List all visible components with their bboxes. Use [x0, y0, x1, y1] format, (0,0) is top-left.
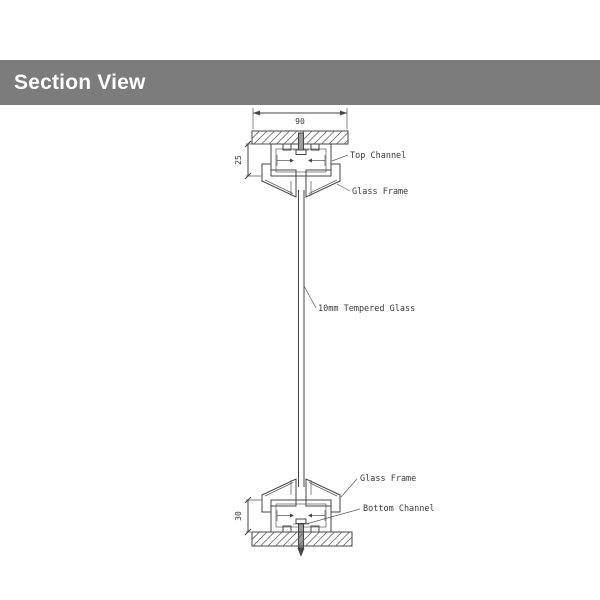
top-channel-profile — [270, 132, 332, 177]
dimension-top-width: 90 — [252, 108, 348, 129]
top-detail: 90 25 — [234, 108, 408, 198]
bolt-nut-bottom — [295, 518, 307, 524]
glass-frame-top-profile — [261, 163, 341, 198]
bottom-detail: 30 Glass Frame Bottom Channel — [234, 474, 435, 557]
leader-top-channel — [331, 154, 349, 162]
ceiling-hatching — [251, 130, 349, 145]
header-bar: Section View — [0, 60, 600, 105]
bottom-channel-profile — [270, 499, 332, 557]
anchor-bolt-top — [298, 132, 304, 151]
anchor-tip-icon — [297, 548, 305, 557]
leader-glass-frame-top — [336, 183, 351, 192]
dimension-top-channel-height: 25 — [234, 140, 270, 180]
arrow-right-icon — [340, 110, 347, 116]
label-bottom-channel: Bottom Channel — [363, 504, 435, 514]
floor-slab — [251, 531, 353, 547]
dimension-top-channel-height-value: 25 — [234, 155, 243, 165]
label-tempered-glass: 10mm Tempered Glass — [318, 304, 415, 314]
floor-hatching — [251, 531, 353, 547]
leader-glass-frame-bottom — [340, 478, 358, 498]
dimension-bottom-channel-height: 30 — [234, 496, 262, 536]
page-title: Section View — [14, 70, 146, 94]
leader-bottom-channel — [305, 508, 361, 525]
glass-frame-bottom-profile — [261, 478, 341, 513]
dimension-bottom-channel-height-value: 30 — [234, 511, 243, 521]
extension-lines — [252, 108, 348, 129]
bolt-nut-top — [295, 149, 307, 155]
leader-tempered-glass — [303, 285, 317, 309]
glass-pane: 10mm Tempered Glass — [298, 190, 415, 487]
label-glass-frame-top: Glass Frame — [352, 187, 408, 197]
arrow-left-icon — [253, 110, 260, 116]
label-top-channel: Top Channel — [350, 151, 406, 161]
label-glass-frame-bottom: Glass Frame — [360, 474, 416, 484]
dimension-top-width-value: 90 — [295, 117, 305, 126]
ceiling-slab — [251, 130, 349, 145]
